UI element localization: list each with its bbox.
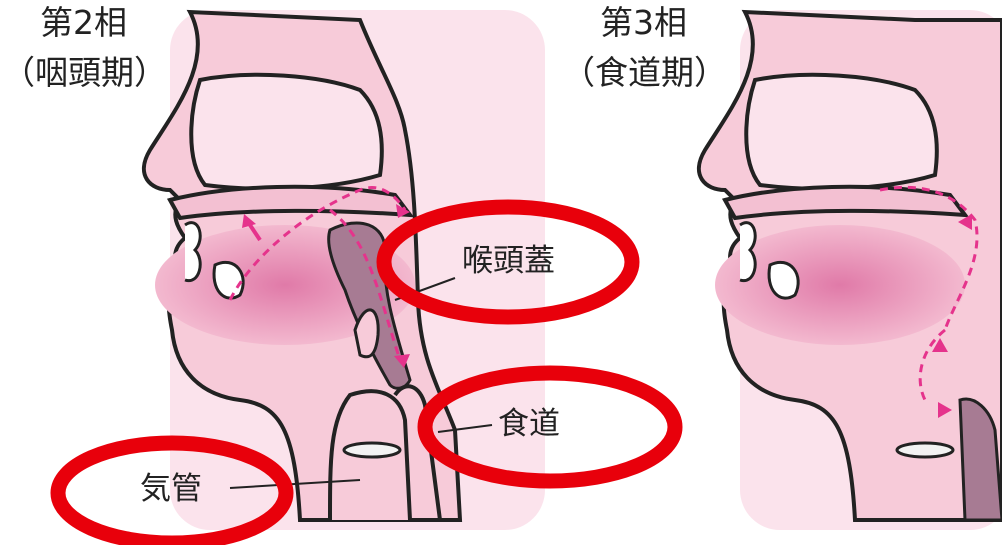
label-esophagus: 食道 [498,409,560,440]
panel-2-subtitle: （食道期） [562,56,727,89]
panel-2-title: 第3相 [600,6,687,39]
label-trachea: 気管 [140,474,202,505]
panel-1-subtitle: （咽頭期） [2,56,167,89]
label-epiglottis: 喉頭蓋 [462,246,555,277]
panel-1-title: 第2相 [40,6,127,39]
